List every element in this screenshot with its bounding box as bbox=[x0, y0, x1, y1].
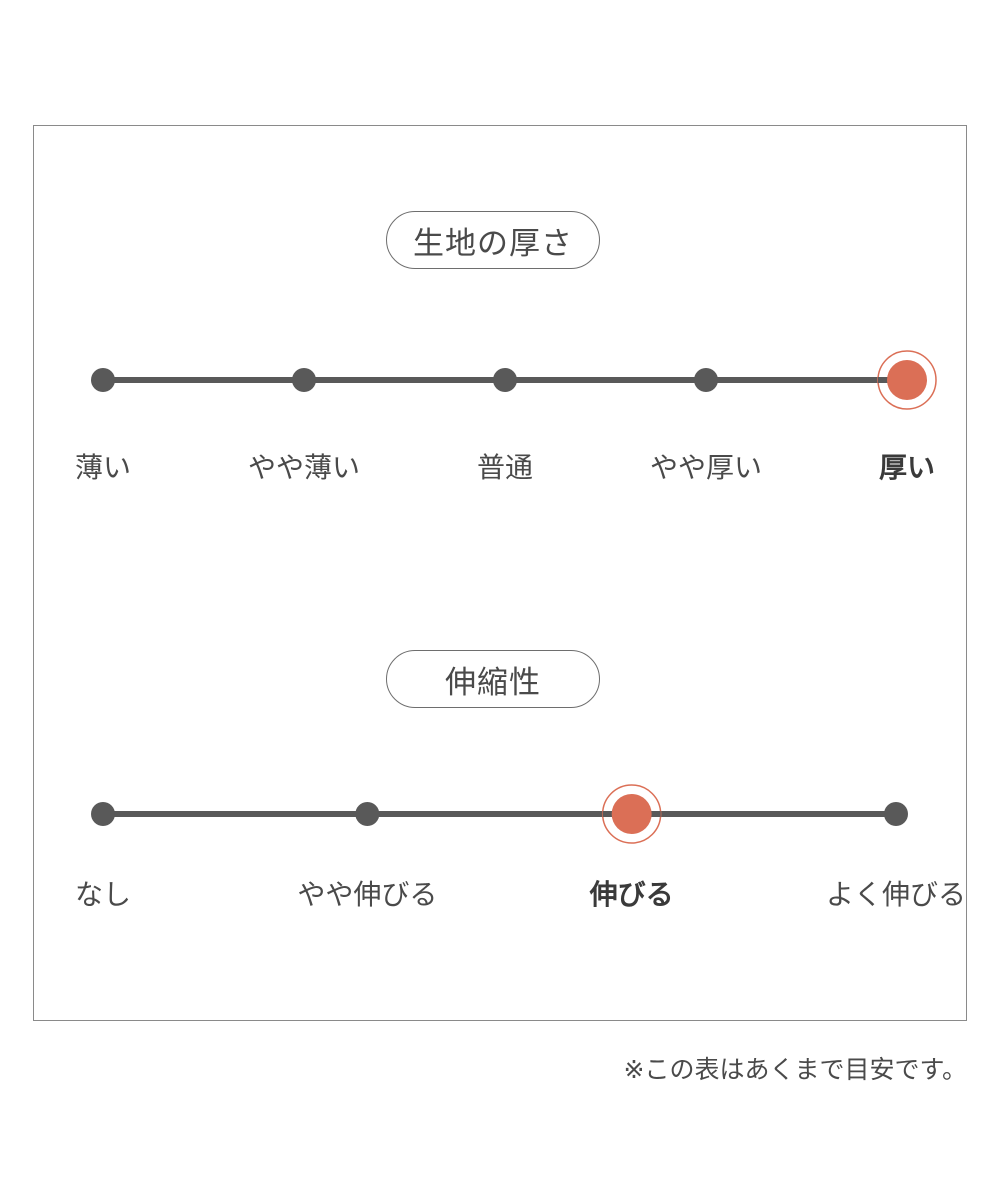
disclaimer-note: ※この表はあくまで目安です。 bbox=[623, 1055, 967, 1084]
section-title-thickness: 生地の厚さ bbox=[386, 211, 600, 269]
section-title-label: 伸縮性 bbox=[445, 664, 541, 701]
section-title-stretch: 伸縮性 bbox=[386, 650, 600, 708]
section-title-label: 生地の厚さ bbox=[413, 225, 573, 262]
chart-frame bbox=[33, 125, 967, 1021]
